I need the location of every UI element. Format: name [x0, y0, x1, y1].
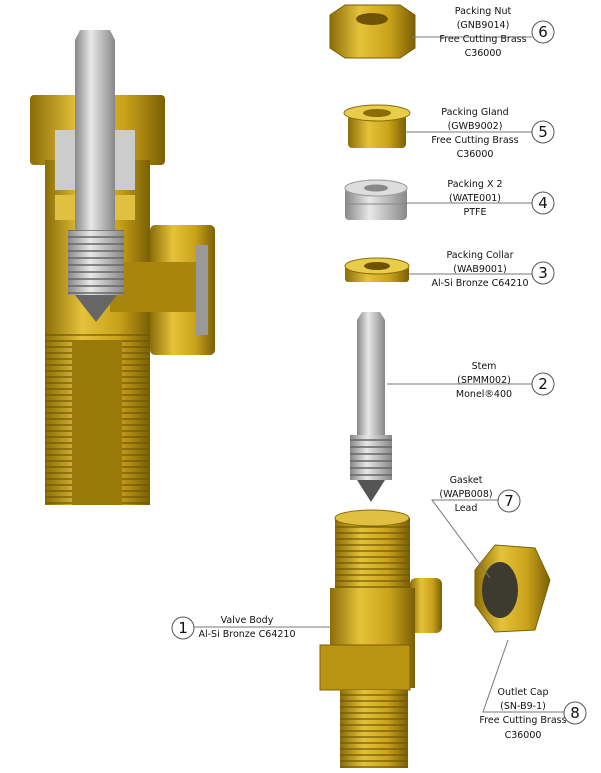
- svg-text:6: 6: [538, 23, 548, 41]
- svg-text:C36000: C36000: [457, 149, 494, 160]
- svg-text:Lead: Lead: [455, 503, 478, 514]
- svg-text:8: 8: [570, 704, 580, 722]
- callout-5: Packing Gland (GWB9002) Free Cutting Bra…: [431, 107, 555, 160]
- svg-text:5: 5: [538, 123, 548, 141]
- svg-text:(WAPB008): (WAPB008): [439, 489, 492, 500]
- svg-text:C36000: C36000: [465, 48, 502, 59]
- outlet-cap: [474, 544, 551, 633]
- svg-text:2: 2: [538, 375, 548, 393]
- svg-text:3: 3: [538, 264, 548, 282]
- packing: [344, 179, 408, 220]
- svg-text:Outlet Cap: Outlet Cap: [498, 687, 549, 698]
- svg-text:Stem: Stem: [472, 361, 497, 372]
- svg-text:(WAB9001): (WAB9001): [453, 264, 506, 275]
- svg-text:4: 4: [538, 194, 548, 212]
- callout-4: Packing X 2 (WATE001) PTFE 4: [447, 179, 555, 218]
- svg-text:(GWB9002): (GWB9002): [448, 121, 503, 132]
- svg-text:PTFE: PTFE: [464, 207, 487, 218]
- svg-text:7: 7: [504, 492, 514, 510]
- svg-text:1: 1: [178, 619, 188, 637]
- svg-text:Monel®400: Monel®400: [456, 389, 512, 400]
- packing-collar: [344, 257, 410, 282]
- svg-text:Al-Si Bronze C64210: Al-Si Bronze C64210: [431, 278, 528, 289]
- svg-text:Free Cutting Brass: Free Cutting Brass: [431, 135, 518, 146]
- svg-text:Free Cutting Brass: Free Cutting Brass: [439, 34, 526, 45]
- callout-2: Stem (SPMM002) Monel®400 2: [456, 361, 555, 400]
- callout-1: Valve Body Al-Si Bronze C64210 1: [171, 615, 296, 640]
- svg-text:(SN-B9-1): (SN-B9-1): [500, 701, 546, 712]
- svg-text:Al-Si Bronze C64210: Al-Si Bronze C64210: [198, 629, 295, 640]
- callout-7: Gasket (WAPB008) Lead 7: [439, 475, 521, 514]
- svg-text:Valve Body: Valve Body: [221, 615, 274, 626]
- svg-text:Packing Collar: Packing Collar: [446, 250, 513, 261]
- svg-text:C36000: C36000: [505, 730, 542, 741]
- stem: [350, 312, 392, 502]
- svg-text:Packing Gland: Packing Gland: [441, 107, 508, 118]
- valve-body: [319, 509, 442, 768]
- callout-3: Packing Collar (WAB9001) Al-Si Bronze C6…: [431, 250, 555, 289]
- callout-8: Outlet Cap (SN-B9-1) Free Cutting Brass …: [479, 687, 587, 741]
- packing-nut: [329, 4, 416, 59]
- svg-text:Free Cutting Brass: Free Cutting Brass: [479, 715, 566, 726]
- svg-text:(GNB9014): (GNB9014): [457, 20, 510, 31]
- leader-lines: [194, 36, 564, 713]
- svg-text:(WATE001): (WATE001): [449, 193, 501, 204]
- svg-text:Packing Nut: Packing Nut: [455, 6, 512, 17]
- svg-text:(SPMM002): (SPMM002): [457, 375, 511, 386]
- svg-text:Packing X 2: Packing X 2: [447, 179, 502, 190]
- packing-gland: [343, 104, 411, 148]
- valve-cross-section: [30, 30, 215, 505]
- callout-6: Packing Nut (GNB9014) Free Cutting Brass…: [439, 6, 555, 59]
- svg-text:Gasket: Gasket: [450, 475, 483, 486]
